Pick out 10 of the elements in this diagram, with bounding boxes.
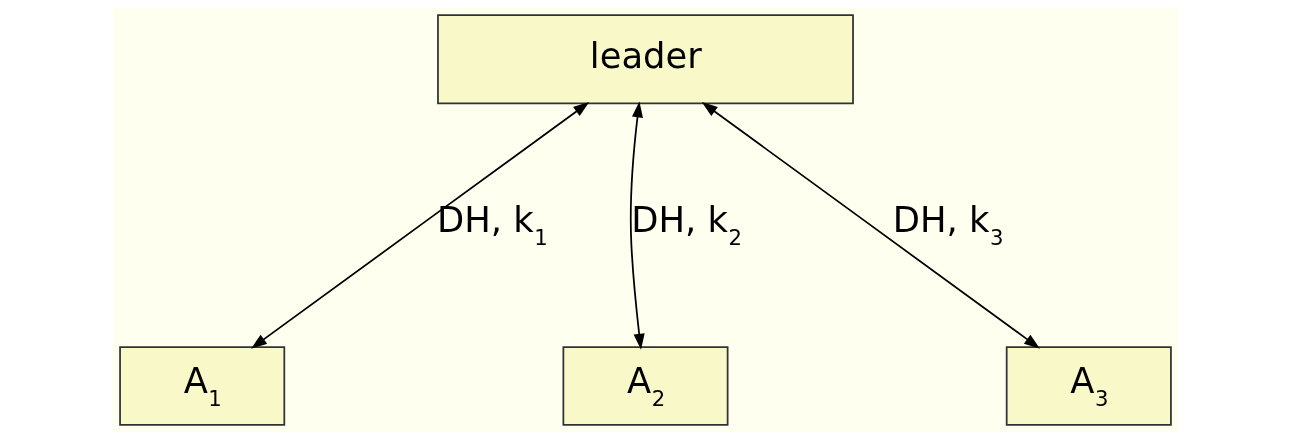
- edge-label: DH, k$_{2}$: [630, 199, 742, 250]
- node-box: A$_{2}$: [562, 346, 728, 426]
- edge-label: DH, k$_{1}$: [436, 199, 548, 250]
- arrow: [250, 102, 589, 349]
- node-box: leader: [436, 14, 854, 105]
- arrow: [629, 101, 645, 350]
- arrow: [701, 102, 1040, 349]
- node-box: A$_{3}$: [1005, 346, 1172, 426]
- node-box: A$_{1}$: [118, 346, 285, 426]
- edge-label: DH, k$_{3}$: [892, 199, 1003, 250]
